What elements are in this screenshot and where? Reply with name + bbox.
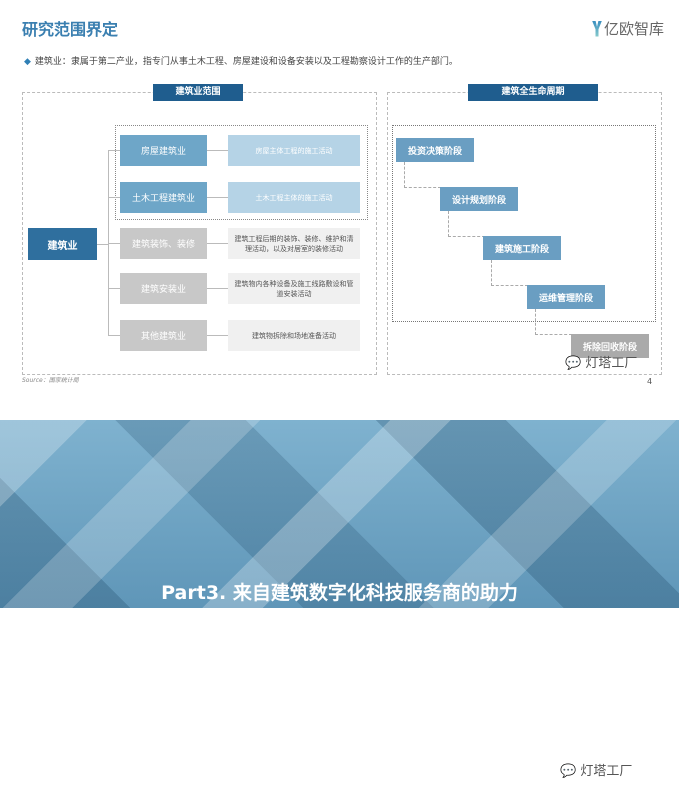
category-description: 建筑物内各种设备及施工线路敷设和管道安装活动 <box>228 273 360 304</box>
diamond-icon: ◆ <box>24 57 31 67</box>
connector <box>97 244 109 245</box>
section-banner-image <box>0 420 679 608</box>
connector <box>108 243 120 244</box>
arrow-connector <box>448 211 485 237</box>
connector <box>108 288 120 289</box>
industry-scope-header: 建筑业范围 <box>153 84 243 101</box>
category-box: 土木工程建筑业 <box>120 182 207 213</box>
arrow-connector <box>404 162 441 188</box>
connector <box>108 150 120 151</box>
arrow-connector <box>491 260 528 286</box>
section-banner-title: Part3. 来自建筑数字化科技服务商的助力 <box>161 582 518 604</box>
lifecycle-stage: 投资决策阶段 <box>396 138 474 162</box>
watermark-bottom: 💬 灯塔工厂 <box>560 764 633 779</box>
slide-title: 研究范围界定 <box>22 20 119 39</box>
connector <box>207 288 228 289</box>
bullet-label: 建筑业：隶属于第二产业，指专门从事土木工程、房屋建设和设备安装以及工程勘察设计工… <box>34 57 458 67</box>
category-description: 土木工程主体的施工活动 <box>228 182 360 213</box>
lifecycle-stage: 设计规划阶段 <box>440 187 518 211</box>
highlight-group <box>115 125 368 220</box>
category-description: 房屋主体工程的施工活动 <box>228 135 360 166</box>
connector <box>108 197 120 198</box>
lifecycle-header: 建筑全生命周期 <box>468 84 598 101</box>
connector <box>207 335 228 336</box>
source-note: Source：国家统计局 <box>22 377 79 384</box>
category-description: 建筑工程后期的装饰、装修、维护和清理活动，以及对居室的装修活动 <box>228 228 360 259</box>
bullet-text: ◆建筑业：隶属于第二产业，指专门从事土木工程、房屋建设和设备安装以及工程勘察设计… <box>24 54 458 67</box>
category-description: 建筑物拆除和场地准备活动 <box>228 320 360 351</box>
lifecycle-stage: 拆除回收阶段 <box>571 334 649 358</box>
root-node: 建筑业 <box>28 228 97 260</box>
logo-text: 亿欧智库 <box>604 20 665 38</box>
category-box: 房屋建筑业 <box>120 135 207 166</box>
watermark: 💬 灯塔工厂 <box>565 356 638 371</box>
category-box: 其他建筑业 <box>120 320 207 351</box>
category-box: 建筑安装业 <box>120 273 207 304</box>
connector <box>207 197 228 198</box>
connector <box>207 150 228 151</box>
connector <box>108 335 120 336</box>
arrow-connector <box>535 309 572 335</box>
lifecycle-group <box>392 125 656 322</box>
logo: 亿欧智库 <box>592 18 664 39</box>
connector <box>207 243 228 244</box>
category-box: 建筑装饰、装修 <box>120 228 207 259</box>
logo-icon <box>592 20 602 37</box>
lifecycle-stage: 运维管理阶段 <box>527 285 605 309</box>
page-number: 4 <box>647 377 653 386</box>
lifecycle-stage: 建筑施工阶段 <box>483 236 561 260</box>
